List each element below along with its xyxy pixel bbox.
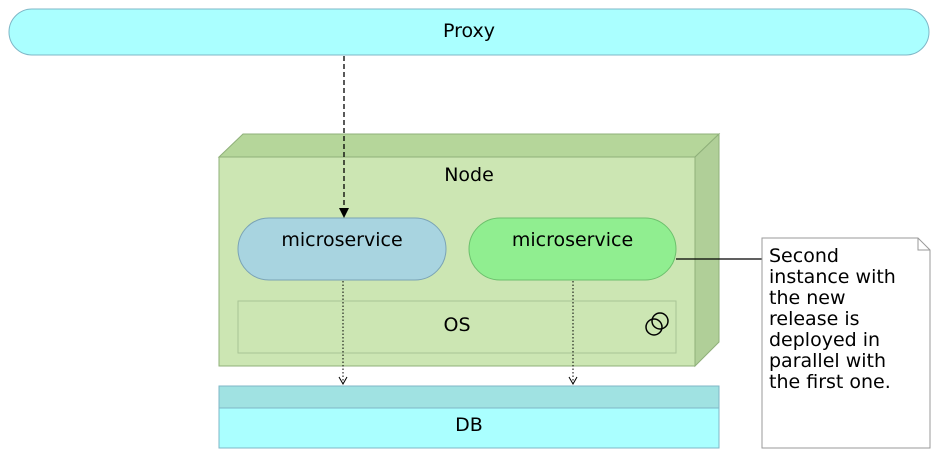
note-box: [761, 237, 931, 449]
db-label: DB: [455, 414, 483, 436]
microservice-new-box: [468, 217, 677, 281]
os-label: OS: [443, 314, 471, 336]
db-top-band: [218, 385, 720, 409]
node-top-face: [217, 133, 721, 158]
proxy-box: [8, 8, 930, 56]
microservice-new-label: microservice: [511, 229, 634, 251]
os-icon: [645, 312, 669, 336]
os-box: [237, 300, 677, 354]
note-text: Second instance with the new release is …: [769, 245, 896, 393]
node-label: Node: [444, 164, 494, 186]
microservice-old-box: [237, 217, 447, 281]
microservice-old-label: microservice: [281, 229, 403, 251]
proxy-label: Proxy: [442, 20, 496, 42]
note-corner-fold: [917, 238, 930, 251]
db-box: [218, 407, 720, 449]
